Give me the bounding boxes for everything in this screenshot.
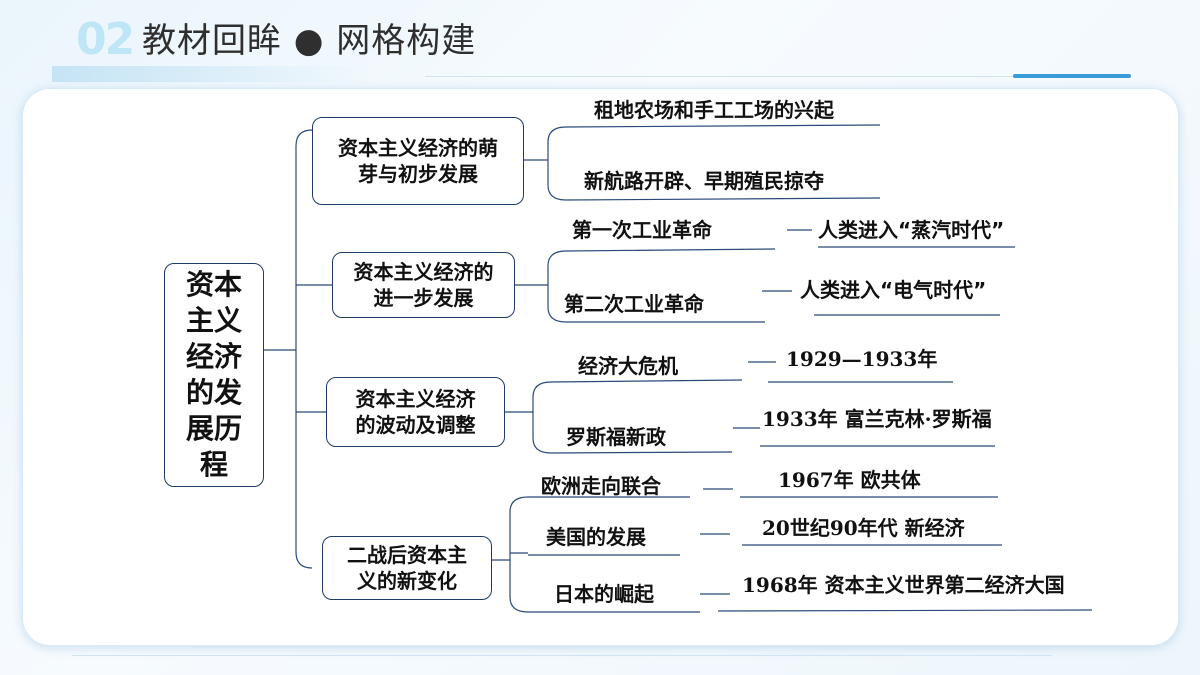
item-label: 欧洲走向联合 (541, 474, 661, 498)
item-detail: 1967年 欧共体 (778, 468, 921, 492)
item-label: 第一次工业革命 (572, 218, 712, 242)
main-spine (295, 129, 313, 569)
item-label: 美国的发展 (546, 525, 646, 549)
item-label: 第二次工业革命 (564, 292, 704, 316)
underline-b2-i1 (565, 248, 776, 252)
underline-b3-i2 (550, 451, 733, 454)
root-box: 资本 主义 经济 的发 展历 程 (164, 263, 264, 487)
item-label: 罗斯福新政 (566, 425, 666, 449)
item-detail: 20世纪90年代 新经济 (762, 516, 965, 540)
branch3-bracket (532, 381, 552, 454)
branch-box-1: 资本主义经济的萌 芽与初步发展 (312, 117, 524, 205)
branch-box-3: 资本主义经济 的波动及调整 (326, 377, 505, 447)
item-label: 经济大危机 (578, 354, 678, 378)
branch-box-4: 二战后资本主 义的新变化 (322, 536, 492, 600)
item-detail: 人类进入“蒸汽时代” (818, 218, 1005, 242)
header-shade (52, 66, 372, 82)
item-label: 租地农场和手工工场的兴起 (594, 98, 834, 122)
branch4-bracket (509, 496, 529, 613)
header-divider (425, 76, 1015, 77)
underline-b4-d3 (717, 609, 1093, 612)
page-title: 教材回眸 ● 网格构建 (142, 21, 477, 61)
branch2-bracket (547, 250, 567, 323)
underline-b1-i1 (565, 124, 881, 128)
item-detail: 1929—1933年 (786, 347, 938, 371)
item-detail: 1933年 富兰克林·罗斯福 (762, 407, 992, 431)
section-number: 02 (76, 14, 135, 65)
footer-divider (72, 655, 1052, 656)
item-label: 日本的崛起 (554, 582, 654, 606)
item-detail: 1968年 资本主义世界第二经济大国 (742, 573, 1065, 597)
header-accent-bar (1013, 74, 1131, 78)
item-detail: 人类进入“电气时代” (800, 278, 987, 302)
item-label: 新航路开辟、早期殖民掠夺 (584, 169, 824, 193)
underline-b1-i2 (565, 197, 881, 201)
underline-b3-i1 (550, 379, 743, 383)
branch1-bracket (547, 126, 567, 201)
branch-box-2: 资本主义经济的 进一步发展 (332, 252, 515, 318)
